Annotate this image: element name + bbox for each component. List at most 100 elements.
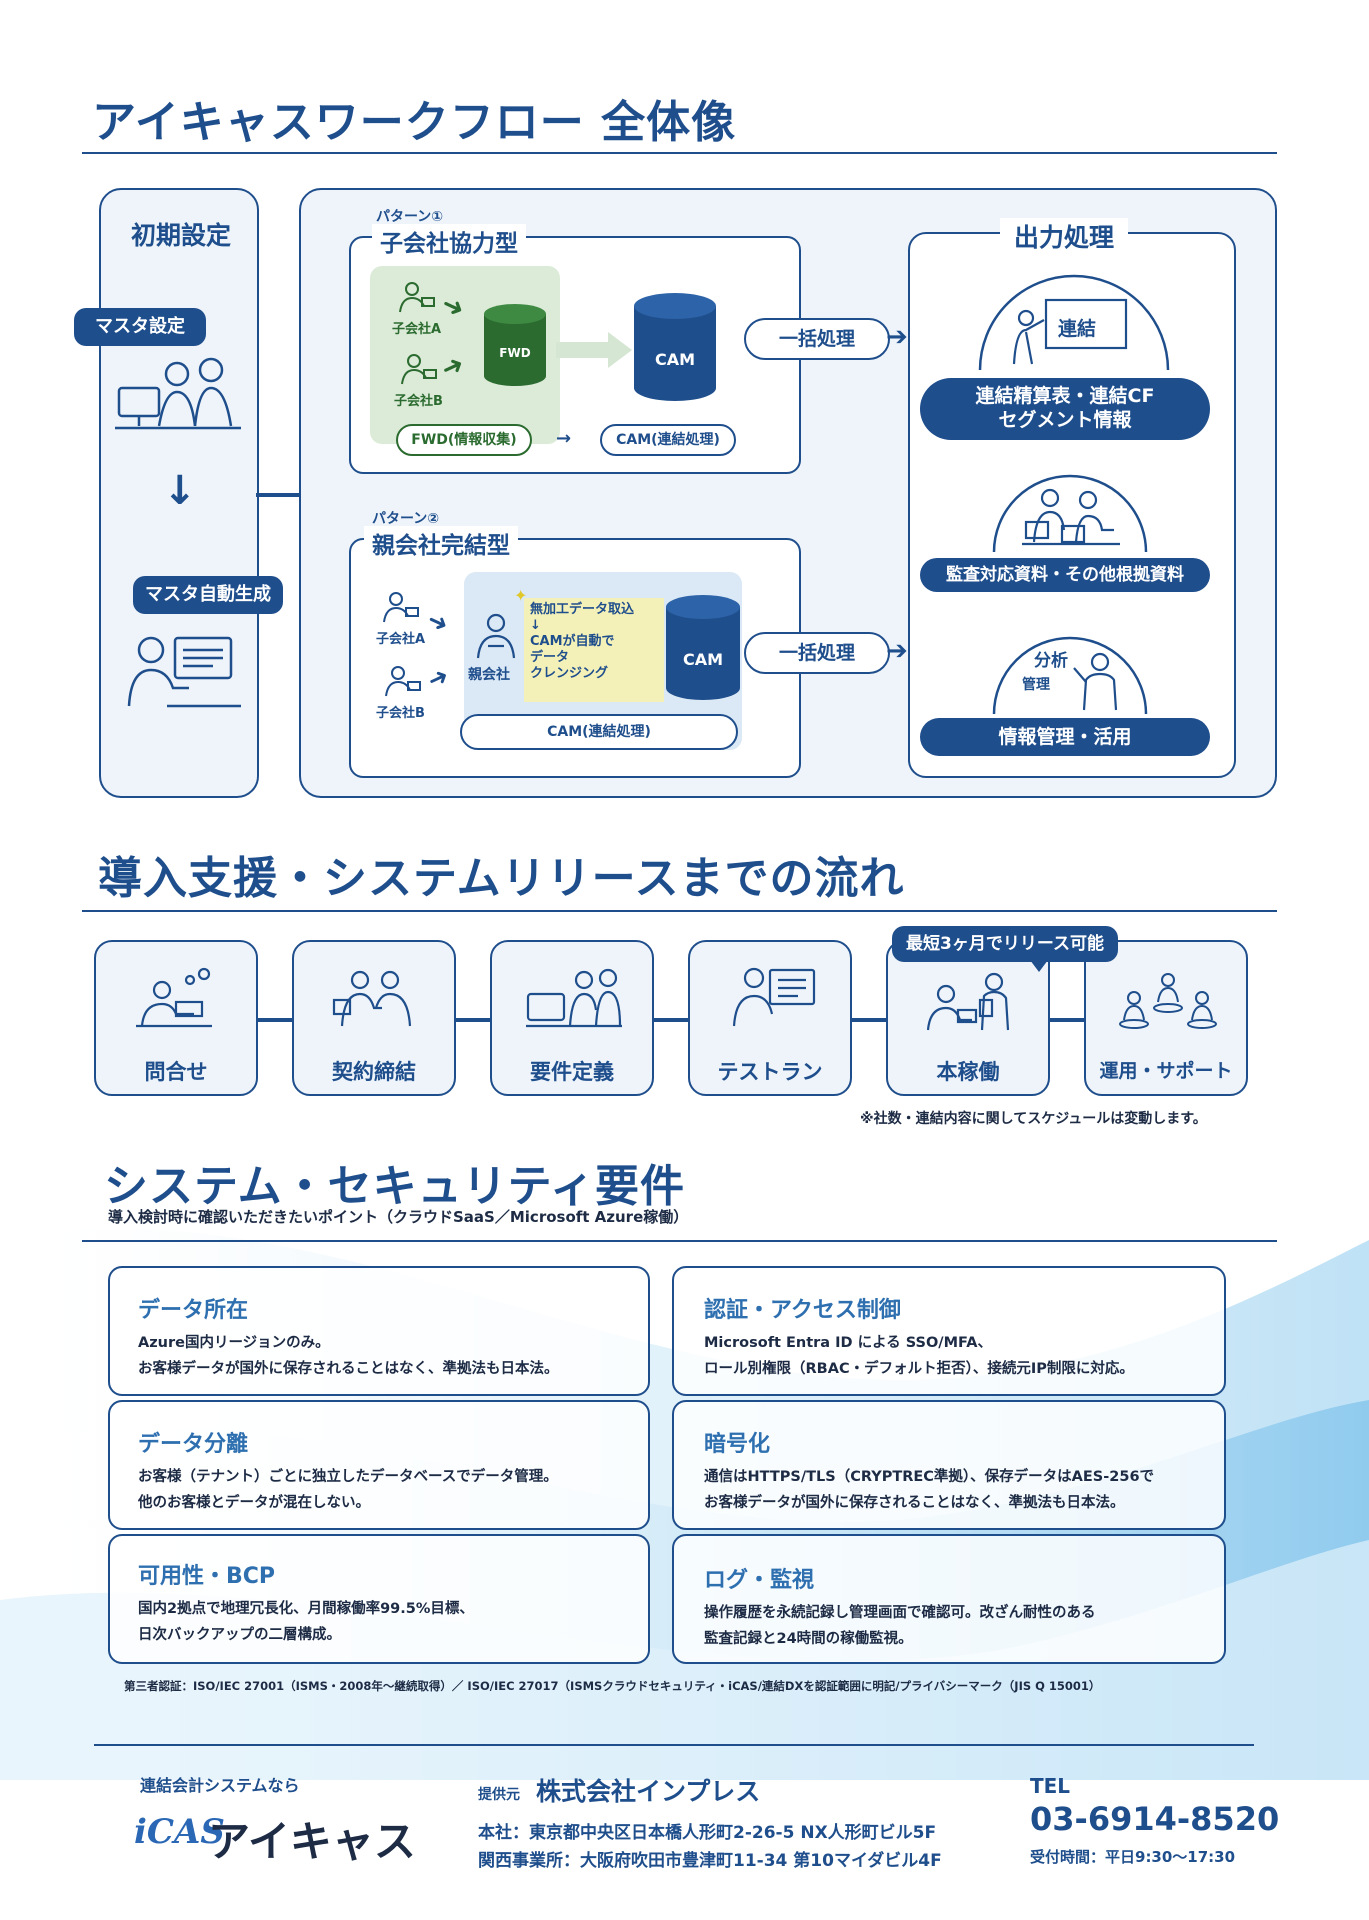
flow-step-1: 問合せ xyxy=(94,940,258,1096)
workflow-title-rule xyxy=(82,152,1277,154)
footer-rule xyxy=(94,1744,1254,1746)
card-3-line2: 他のお客様とデータが混在しない。 xyxy=(138,1495,370,1511)
card-5-title: 可用性・BCP xyxy=(138,1564,276,1589)
workflow-title: アイキャスワークフロー 全体像 xyxy=(92,97,737,148)
master-setting-badge: マスタ設定 xyxy=(74,308,206,346)
initial-settings-title: 初期設定 xyxy=(130,221,231,250)
batch-pill-2: 一括処理 xyxy=(744,632,890,674)
contract-icon xyxy=(332,970,412,1027)
office-kansai: 関西事業所：大阪府吹田市豊津町11-34 第10マイダビル4F xyxy=(478,1851,942,1871)
security-card-3: データ分離 お客様（テナント）ごとに独立したデータベースでデータ管理。 他のお客… xyxy=(108,1400,650,1530)
requirements-icon xyxy=(526,968,622,1028)
batch-pill-1: 一括処理 xyxy=(744,318,890,360)
pattern2-sub-b: 子会社B xyxy=(376,706,425,721)
security-card-1: データ所在 Azure国内リージョンのみ。 お客様データが国外に保存されることは… xyxy=(108,1266,650,1396)
card-4-title: 暗号化 xyxy=(704,1432,771,1457)
bunseki-label: 分析 xyxy=(1034,651,1068,671)
pattern2-parent: 親会社 xyxy=(468,667,510,683)
fwd-label-pill: FWD(情報収集) xyxy=(396,424,532,456)
batch-arrow-2-icon: ➔ xyxy=(886,636,908,666)
p2-sub-b-person-icon xyxy=(385,666,421,697)
card-6-title: ログ・監視 xyxy=(704,1568,815,1593)
flow-title: 導入支援・システムリリースまでの流れ xyxy=(98,853,905,904)
output-item1-line2: セグメント情報 xyxy=(998,409,1132,431)
output-arc-3 xyxy=(992,636,1148,715)
pattern1-title: 子会社協力型 xyxy=(372,224,526,258)
note-line1: 無加工データ取込 xyxy=(530,602,635,617)
flow-callout-tail xyxy=(1030,960,1048,972)
tel-number[interactable]: 03-6914-8520 xyxy=(1030,1800,1280,1838)
flow-title-rule xyxy=(82,910,1277,912)
card-4-line1: 通信はHTTPS/TLS（CRYPTREC準拠）、保存データはAES-256で xyxy=(704,1469,1155,1485)
logo-text: アイキャス xyxy=(208,1817,416,1866)
parent-person-icon xyxy=(476,613,516,659)
flow-step-4: テストラン xyxy=(688,940,852,1096)
card-1-line2: お客様データが国外に保存されることはなく、準拠法も日本法。 xyxy=(138,1361,559,1377)
card-4-line2: お客様データが国外に保存されることはなく、準拠法も日本法。 xyxy=(704,1495,1125,1511)
down-arrow-icon: ↓ xyxy=(163,468,197,514)
cam-cylinder-1-label: CAM xyxy=(654,350,696,369)
card-2-line2: ロール別権限（RBAC・デフォルト拒否）、接続元IP制限に対応。 xyxy=(704,1361,1134,1377)
pattern1-tag: パターン① xyxy=(376,209,444,225)
pattern1-sub-a: 子会社A xyxy=(392,322,442,337)
output-item1: 連結精算表・連結CF セグメント情報 xyxy=(920,378,1210,440)
output-arc-2 xyxy=(992,474,1148,553)
fwd-cylinder-label: FWD xyxy=(499,346,531,360)
flow-step-3-label: 要件定義 xyxy=(530,1060,614,1084)
reception-hours: 受付時間：平日9:30〜17:30 xyxy=(1030,1848,1236,1866)
kanri-label: 管理 xyxy=(1022,677,1050,693)
fwd-to-cam-arrow-icon xyxy=(556,332,632,368)
output-item1-line1: 連結精算表・連結CF xyxy=(975,385,1155,407)
security-card-2: 認証・アクセス制御 Microsoft Entra ID による SSO/MFA… xyxy=(672,1266,1226,1396)
tel-label: TEL xyxy=(1030,1774,1071,1798)
card-5-line2: 日次バックアップの二層構成。 xyxy=(138,1627,341,1643)
cam-cylinder-2 xyxy=(666,595,740,700)
fwd-cylinder xyxy=(484,304,546,386)
note-line2: CAMが自動で xyxy=(530,634,615,649)
analyst-person-icon xyxy=(1073,652,1118,711)
initial-settings-panel: 初期設定 マスタ設定 ↓ マスタ自動生成 xyxy=(74,188,283,798)
card-1-title: データ所在 xyxy=(138,1298,249,1323)
flow-note: ※社数・連結内容に関してスケジュールは変動します。 xyxy=(860,1111,1207,1127)
p2-sub-a-person-icon xyxy=(383,592,419,623)
footer-tagline: 連結会計システムなら xyxy=(140,1776,300,1795)
security-card-5: 可用性・BCP 国内2拠点で地理冗長化、月間稼働率99.5%目標、 日次バックア… xyxy=(108,1534,650,1664)
flow-callout: 最短3ヶ月でリリース可能 xyxy=(892,926,1118,962)
pattern2-tag: パターン② xyxy=(372,511,440,527)
output-box xyxy=(908,232,1236,778)
security-subtitle: 導入検討時に確認いただきたいポイント（クラウドSaaS／Microsoft Az… xyxy=(108,1208,689,1226)
inquiry-icon xyxy=(136,967,212,1028)
flow-step-2-label: 契約締結 xyxy=(332,1060,416,1084)
security-title-rule xyxy=(82,1240,1277,1242)
output-title: 出力処理 xyxy=(1000,218,1129,254)
audit-people-icon xyxy=(1022,488,1120,546)
security-card-6: ログ・監視 操作履歴を永続記録し管理画面で確認可。改ざん耐性のある 監査記録と2… xyxy=(672,1534,1226,1664)
sub-a-person-icon xyxy=(399,282,435,313)
flow-step-1-label: 問合せ xyxy=(144,1060,208,1084)
provider-label: 提供元 xyxy=(478,1787,520,1803)
card-5-line1: 国内2拠点で地理冗長化、月間稼働率99.5%目標、 xyxy=(138,1601,474,1617)
card-3-title: データ分離 xyxy=(138,1432,249,1457)
office-hq: 本社：東京都中央区日本橋人形町2-26-5 NX人形町ビル5F xyxy=(478,1823,937,1843)
renketsu-label: 連結 xyxy=(1058,318,1097,340)
flow-step-3: 要件定義 xyxy=(490,940,654,1096)
cam-label-pill-2: CAM(連結処理) xyxy=(460,714,738,750)
master-auto-badge: マスタ自動生成 xyxy=(133,576,283,614)
flow-step-6-label: 運用・サポート xyxy=(1099,1060,1233,1082)
master-setting-illustration xyxy=(115,357,241,430)
cam-cylinder-2-label: CAM xyxy=(682,650,724,669)
support-icon xyxy=(1119,973,1217,1029)
cam-label-pill-1: CAM(連結処理) xyxy=(600,424,736,456)
card-2-title: 認証・アクセス制御 xyxy=(704,1298,901,1323)
card-6-line1: 操作履歴を永続記録し管理画面で確認可。改ざん耐性のある xyxy=(704,1605,1096,1621)
pattern2-note: 無加工データ取込 ↓ CAMが自動で データ クレンジング xyxy=(524,598,664,702)
output-item2: 監査対応資料・その他根拠資料 xyxy=(920,558,1210,592)
test-run-icon xyxy=(732,967,816,1027)
card-2-line1: Microsoft Entra ID による SSO/MFA、 xyxy=(704,1335,992,1351)
flow-step-5-label: 本稼働 xyxy=(936,1060,1000,1084)
output-item3: 情報管理・活用 xyxy=(920,718,1210,756)
note-line3: データ xyxy=(530,650,570,665)
pattern2-sub-a: 子会社A xyxy=(376,632,426,647)
logo-mark: iCAS xyxy=(134,1812,225,1852)
security-card-4: 暗号化 通信はHTTPS/TLS（CRYPTREC準拠）、保存データはAES-2… xyxy=(672,1400,1226,1530)
